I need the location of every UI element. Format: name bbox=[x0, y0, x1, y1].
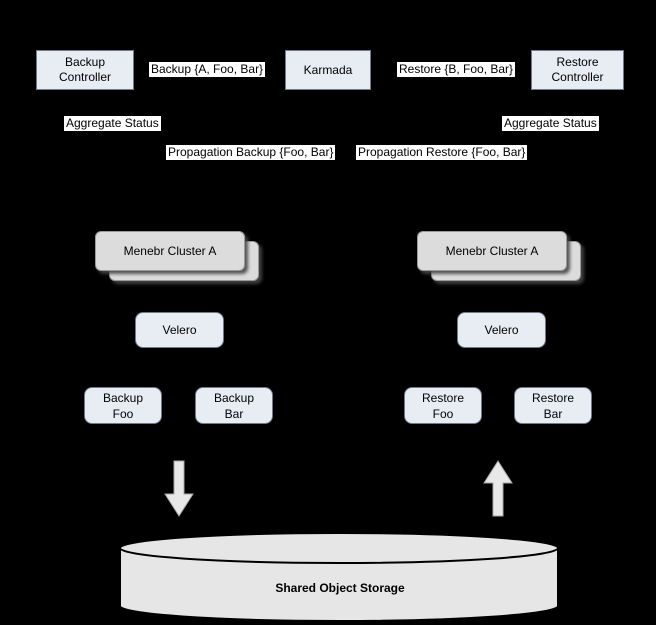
aggregate-status-right-edge-label: Aggregate Status bbox=[502, 116, 599, 131]
backup-bar-node: Backup Bar bbox=[195, 387, 273, 424]
velero-left-node: Velero bbox=[135, 312, 224, 348]
shared-object-storage-cylinder bbox=[119, 532, 559, 622]
restore-foo-node: Restore Foo bbox=[404, 387, 482, 424]
member-cluster-left-stack: Menebr Cluster A bbox=[95, 231, 259, 281]
backup-foo-node: Backup Foo bbox=[84, 387, 162, 424]
up-arrow-icon bbox=[483, 460, 513, 517]
restore-request-edge-label: Restore {B, Foo, Bar} bbox=[397, 62, 516, 77]
member-cluster-right-stack: Menebr Cluster A bbox=[417, 231, 581, 281]
propagation-restore-edge-label: Propagation Restore {Foo, Bar} bbox=[356, 145, 528, 160]
member-cluster-left-node: Menebr Cluster A bbox=[95, 231, 245, 271]
shared-object-storage-label: Shared Object Storage bbox=[275, 581, 405, 595]
restore-bar-node: Restore Bar bbox=[514, 387, 592, 424]
propagation-backup-edge-label: Propagation Backup {Foo, Bar} bbox=[166, 145, 336, 160]
member-cluster-right-node: Menebr Cluster A bbox=[417, 231, 567, 271]
aggregate-status-left-edge-label: Aggregate Status bbox=[64, 116, 161, 131]
restore-controller-node: Restore Controller bbox=[531, 50, 624, 90]
backup-request-edge-label: Backup {A, Foo, Bar} bbox=[149, 62, 266, 77]
backup-controller-node: Backup Controller bbox=[36, 50, 134, 90]
karmada-node: Karmada bbox=[285, 50, 371, 90]
velero-right-node: Velero bbox=[457, 312, 546, 348]
down-arrow-icon bbox=[164, 460, 194, 517]
